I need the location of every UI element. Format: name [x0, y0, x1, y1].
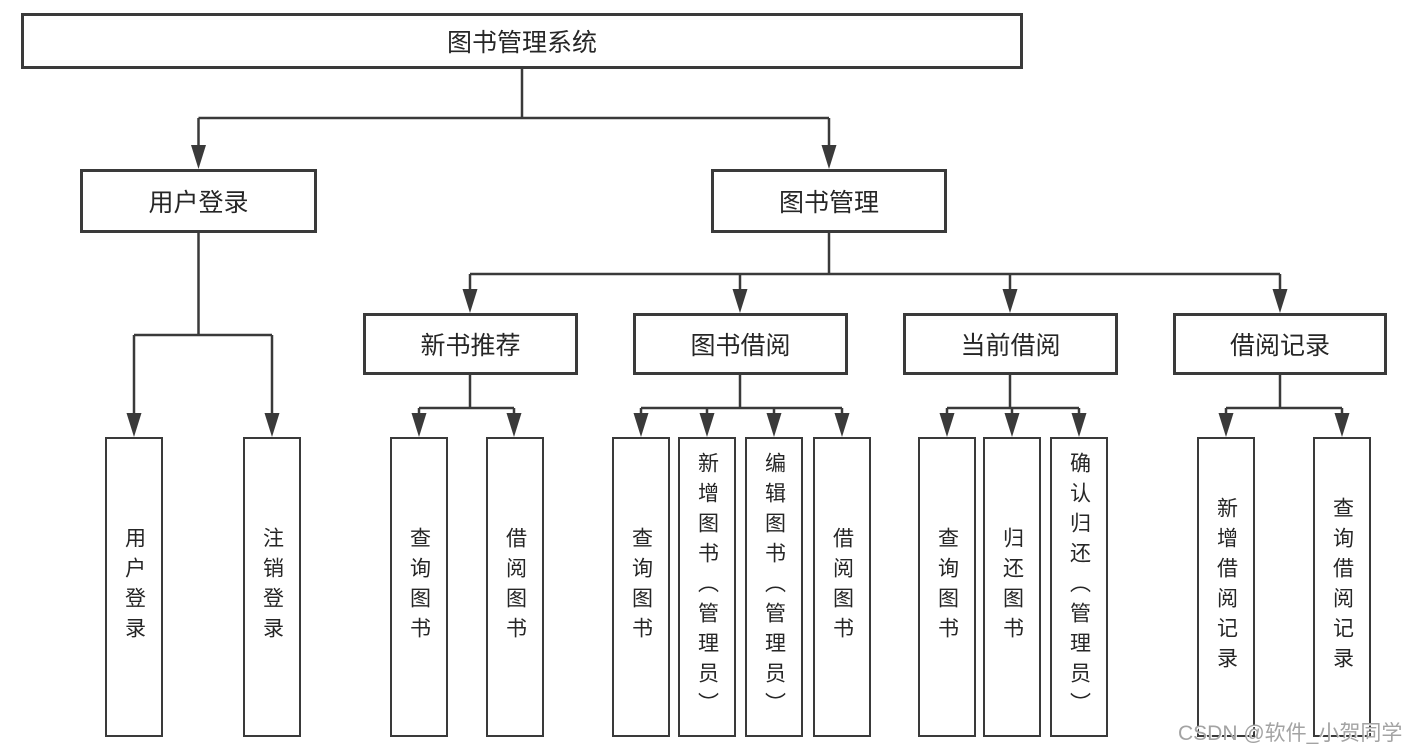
- arrowheads: [126, 145, 1350, 437]
- csdn-watermark: CSDN @软件_小贺同学: [1178, 722, 1403, 745]
- node-user-login-branch: 用户登录: [80, 169, 317, 233]
- node-leaf-query-books-current: 查询图书: [918, 437, 976, 737]
- node-leaf-borrow-books: 借阅图书: [813, 437, 871, 737]
- node-library-management-system: 图书管理系统: [21, 13, 1023, 69]
- connector-new-book-split: [417, 375, 516, 415]
- connector-book-mgmt-split: [468, 233, 1282, 290]
- node-book-borrowing: 图书借阅: [633, 313, 848, 375]
- node-leaf-edit-books-admin: 编辑图书（管理员）: [745, 437, 803, 737]
- node-leaf-add-books-admin: 新增图书（管理员）: [678, 437, 736, 737]
- node-leaf-user-login: 用户登录: [105, 437, 163, 737]
- connector-records-split: [1224, 375, 1344, 415]
- node-borrowing-records: 借阅记录: [1173, 313, 1387, 375]
- node-new-book-recommendation: 新书推荐: [363, 313, 578, 375]
- connector-borrow-split: [639, 375, 844, 415]
- node-leaf-borrow-books-recommend: 借阅图书: [486, 437, 544, 737]
- node-leaf-return-books: 归还图书: [983, 437, 1041, 737]
- connector-root-split: [197, 69, 831, 146]
- node-leaf-add-borrow-record: 新增借阅记录: [1197, 437, 1255, 737]
- node-leaf-logout: 注销登录: [243, 437, 301, 737]
- node-leaf-query-borrow-record: 查询借阅记录: [1313, 437, 1371, 737]
- node-leaf-query-books-recommend: 查询图书: [390, 437, 448, 737]
- node-leaf-query-books-borrow: 查询图书: [612, 437, 670, 737]
- connector-user-login-split: [132, 233, 274, 414]
- node-current-borrowing: 当前借阅: [903, 313, 1118, 375]
- node-book-management-branch: 图书管理: [711, 169, 947, 233]
- connector-current-split: [945, 375, 1081, 415]
- node-leaf-confirm-return-admin: 确认归还（管理员）: [1050, 437, 1108, 737]
